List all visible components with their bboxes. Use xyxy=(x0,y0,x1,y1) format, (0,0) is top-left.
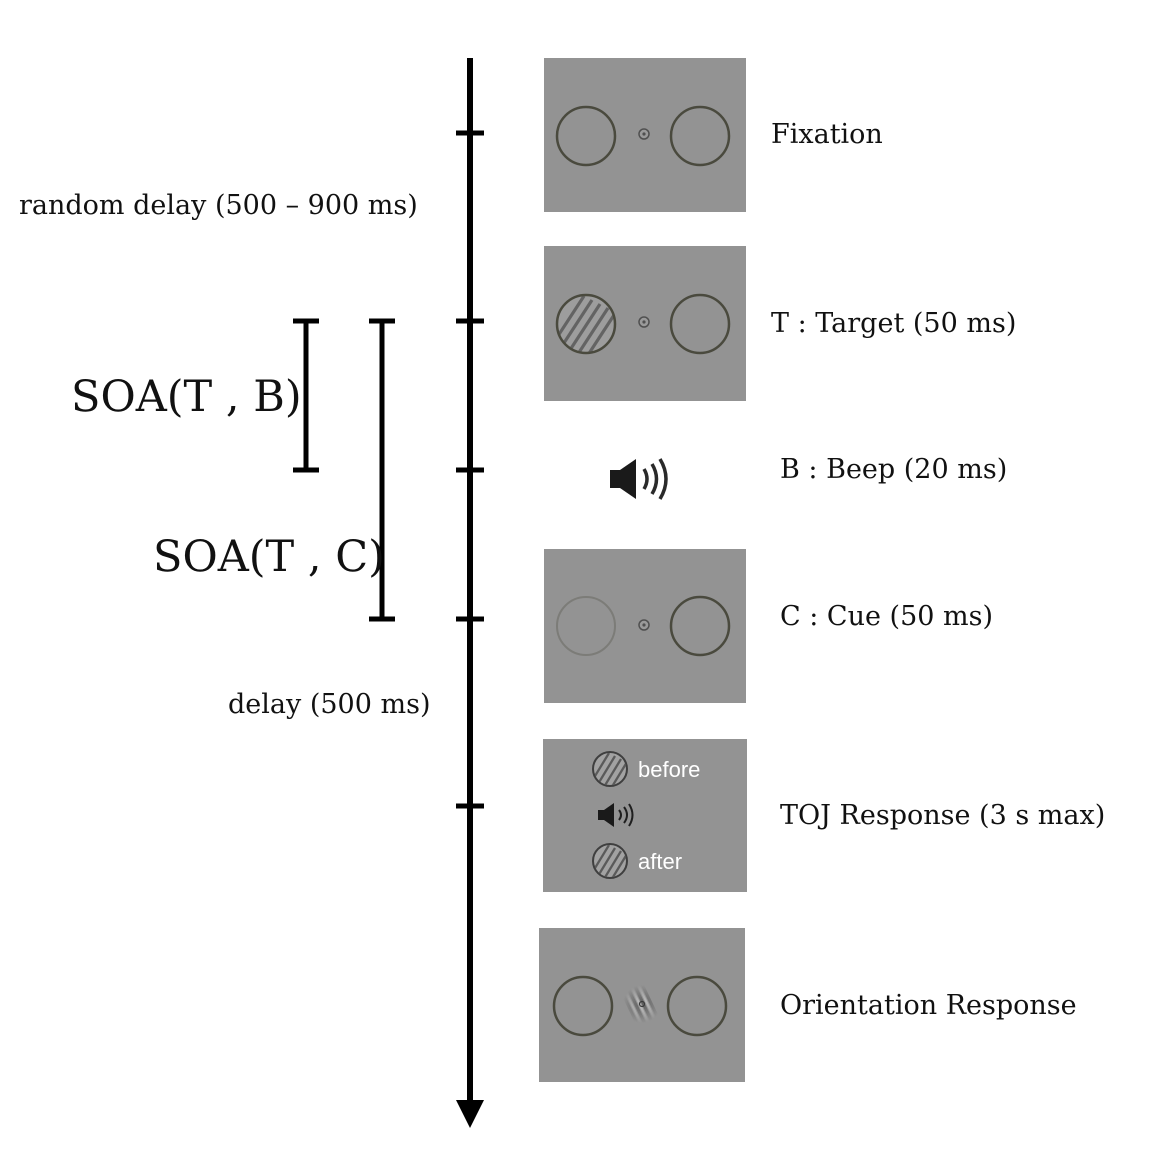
cued-circle-faded xyxy=(556,596,616,656)
soa-tb-bracket xyxy=(293,318,319,473)
event-label-target: T : Target (50 ms) xyxy=(771,308,1017,339)
response-grating-icon xyxy=(618,981,661,1027)
right-placeholder-circle xyxy=(669,595,731,657)
target-display-graphic xyxy=(555,293,731,355)
left-placeholder-circle xyxy=(555,105,617,167)
left-placeholder-circle xyxy=(552,975,614,1037)
speaker-icon xyxy=(610,458,668,500)
fixation-display-graphic xyxy=(555,105,731,167)
toj-response-panel: before after xyxy=(543,739,747,892)
cue-display-panel xyxy=(544,549,746,703)
soa-tb-label: SOA(T , B) xyxy=(71,372,302,422)
event-label-beep: B : Beep (20 ms) xyxy=(780,454,1008,485)
soa-tc-bracket xyxy=(369,318,395,622)
target-display-panel xyxy=(544,246,746,401)
fixation-display-panel xyxy=(544,58,746,212)
orientation-response-graphic xyxy=(552,975,728,1037)
time-axis-arrowhead xyxy=(456,1100,484,1128)
toj-response-graphic xyxy=(592,751,634,879)
random-delay-label: random delay (500 – 900 ms) xyxy=(19,190,418,221)
toj-option-after: after xyxy=(638,849,683,874)
grating-target-icon xyxy=(558,296,614,352)
event-label-cue: C : Cue (50 ms) xyxy=(780,601,993,632)
right-placeholder-circle xyxy=(669,293,731,355)
event-label-orientation: Orientation Response xyxy=(780,990,1077,1021)
cue-display-graphic xyxy=(556,595,731,657)
soa-tc-label: SOA(T , C) xyxy=(153,532,385,582)
right-placeholder-circle xyxy=(666,975,728,1037)
event-label-toj: TOJ Response (3 s max) xyxy=(780,800,1106,831)
toj-option-before: before xyxy=(638,757,701,782)
orientation-response-panel xyxy=(539,928,745,1082)
right-placeholder-circle xyxy=(669,105,731,167)
grating-after-icon xyxy=(592,843,628,879)
speaker-small-icon xyxy=(598,803,634,827)
grating-before-icon xyxy=(592,751,628,787)
delay-label: delay (500 ms) xyxy=(228,689,431,720)
event-label-fixation: Fixation xyxy=(771,119,883,150)
